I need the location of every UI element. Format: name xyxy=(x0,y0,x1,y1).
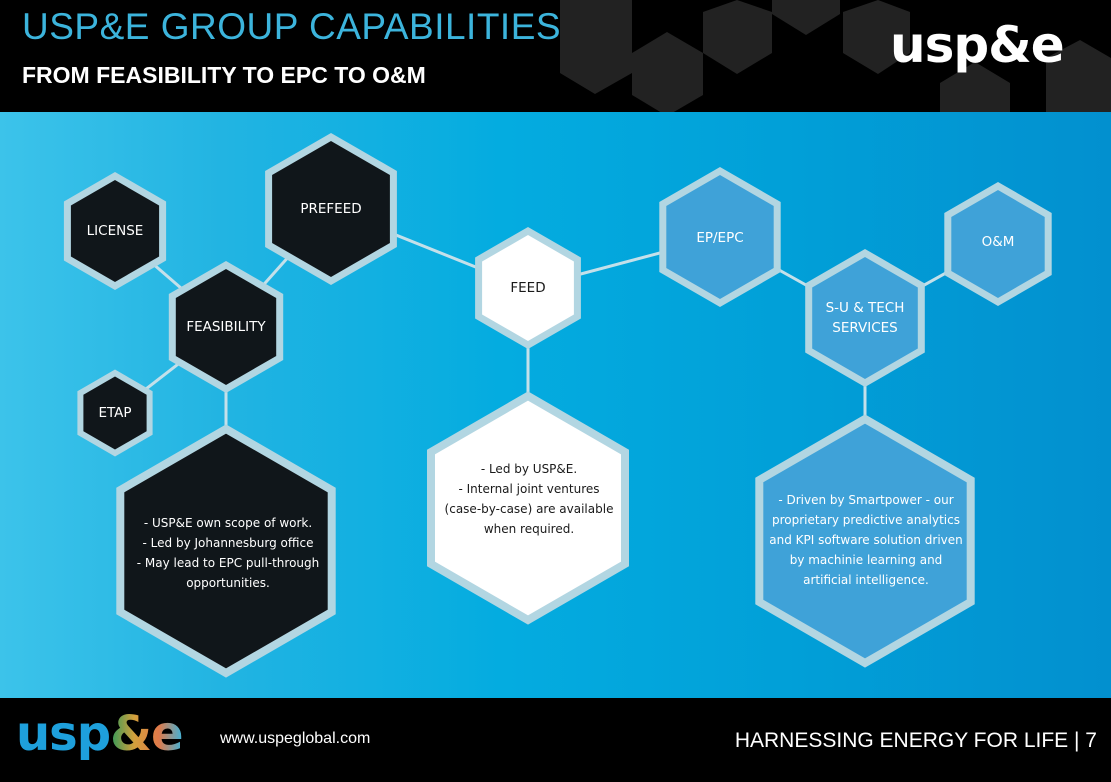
label-prefeed: PREFEED xyxy=(300,201,362,217)
hexagon-om xyxy=(944,181,1052,307)
label-ep-epc: EP/EPC xyxy=(696,230,744,246)
usp-e-logo: usp&e xyxy=(890,16,1065,74)
label-om: O&M xyxy=(981,234,1015,250)
label-feasibility: FEASIBILITY xyxy=(186,319,266,335)
desc-line: opportunities. xyxy=(186,576,270,590)
logo-amp-e-text: &e xyxy=(110,706,183,762)
hexagon-su-tech-services xyxy=(805,248,925,388)
desc-line: - USP&E own scope of work. xyxy=(143,516,313,530)
hexagon-network xyxy=(63,132,1052,678)
label-su-tech-line1: S-U & TECH xyxy=(825,300,905,316)
desc-line: - Internal joint ventures xyxy=(458,482,600,496)
label-su-tech-line2: SERVICES xyxy=(832,320,898,336)
desc-line: - Led by Johannesburg office xyxy=(142,536,314,550)
label-license: LICENSE xyxy=(86,223,144,239)
desc-line: and KPI software solution driven xyxy=(769,533,963,547)
hexagon-license xyxy=(63,171,167,291)
desc-line: - May lead to EPC pull-through xyxy=(136,556,320,570)
desc-line: proprietary predictive analytics xyxy=(771,513,960,527)
header: ;polygon points="1043,0 1080,12 1080,53 … xyxy=(0,0,1111,112)
desc-line: when required. xyxy=(483,522,575,536)
page-subtitle: FROM FEASIBILITY TO EPC TO O&M xyxy=(22,62,426,88)
hexagon-feed xyxy=(475,226,581,350)
desc-line: artificial intelligence. xyxy=(803,573,929,587)
label-etap: ETAP xyxy=(98,405,132,421)
hexagon-services-description xyxy=(755,414,975,668)
footer: usp&e www.uspeglobal.com HARNESSING ENER… xyxy=(0,698,1111,782)
hexagon-feed-description xyxy=(427,391,629,625)
footer-tagline-page-number: HARNESSING ENERGY FOR LIFE | 7 xyxy=(734,729,1097,752)
desc-line: (case-by-case) are available xyxy=(444,502,614,516)
website-link[interactable]: www.uspeglobal.com xyxy=(220,730,371,747)
capabilities-diagram: LICENSE PREFEED FEASIBILITY ETAP FEED EP… xyxy=(0,112,1111,698)
page-title: USP&E GROUP CAPABILITIES xyxy=(22,6,562,47)
desc-line: - Led by USP&E. xyxy=(480,462,578,476)
hexagon-ep-epc xyxy=(659,166,781,308)
label-feed: FEED xyxy=(510,280,546,296)
hexagon-feasibility-description xyxy=(116,424,336,678)
footer-usp-e-logo: usp&e xyxy=(16,706,184,762)
hexagon-prefeed xyxy=(265,132,397,286)
hexagon-etap xyxy=(77,369,153,457)
description-feasibility: - USP&E own scope of work. - Led by Joha… xyxy=(137,513,320,593)
description-services: - Driven by Smartpower - our proprietary… xyxy=(769,490,963,590)
hexagon-pattern-background: ;polygon points="1043,0 1080,12 1080,53 … xyxy=(560,0,1111,112)
desc-line: - Driven by Smartpower - our xyxy=(778,493,954,507)
hexagon-feasibility xyxy=(168,260,284,394)
desc-line: by machinie learning and xyxy=(789,553,943,567)
label-su-tech-services: S-U & TECH SERVICES xyxy=(826,298,905,338)
description-feed: - Led by USP&E. - Internal joint venture… xyxy=(445,459,614,539)
logo-usp-text: usp xyxy=(16,706,111,762)
